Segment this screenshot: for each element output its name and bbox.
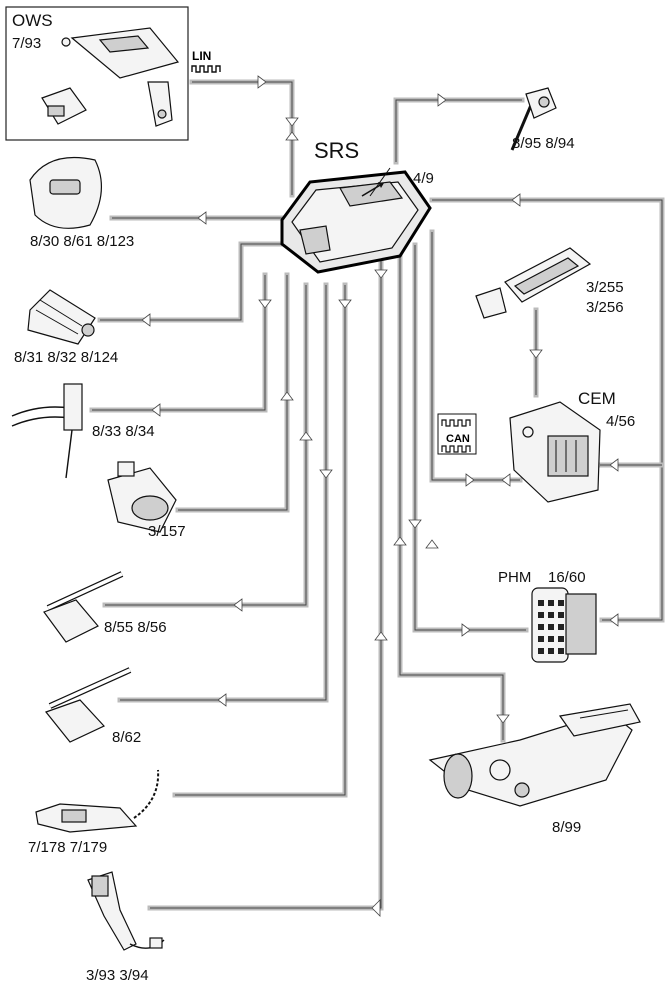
side-sensor-label: 7/178 7/179 bbox=[28, 839, 107, 856]
sensor-plug-icon bbox=[61, 809, 87, 823]
ows-title: OWS bbox=[12, 11, 53, 30]
module-ref-2: 3/256 bbox=[586, 299, 624, 316]
ows-seat-mat-icon bbox=[70, 27, 180, 79]
phm-back-plate-icon bbox=[565, 593, 597, 655]
can-pulse-top-icon bbox=[441, 419, 471, 427]
belt-strap-edge-icon bbox=[11, 416, 71, 427]
curtain-tube-2-inner bbox=[49, 668, 131, 708]
passenger-airbag-label: 8/31 8/32 8/124 bbox=[14, 349, 118, 366]
srs-leader-line bbox=[369, 167, 391, 197]
ows-connector-icon bbox=[61, 37, 71, 47]
srs-direction-arrow-icon bbox=[361, 183, 383, 197]
cem-connector-block-icon bbox=[547, 435, 589, 477]
module-ref-1: 3/255 bbox=[586, 279, 624, 296]
tensioner-cable-icon bbox=[65, 429, 73, 479]
curtain-inflator-1-icon bbox=[43, 599, 99, 643]
side-impact-sensor: 7/178 7/179 bbox=[28, 769, 160, 856]
curtain-module-1: 8/55 8/56 bbox=[43, 571, 167, 643]
srs-title: SRS bbox=[314, 138, 359, 163]
driver-airbag: 8/30 8/61 8/123 bbox=[29, 156, 134, 250]
ows-group: OWS 7/93 bbox=[5, 6, 189, 141]
ows-bracket-bolt-icon bbox=[157, 109, 167, 119]
airbag-emblem-icon bbox=[49, 179, 81, 195]
buckle-label: 3/93 3/94 bbox=[86, 967, 149, 984]
ignition-switch: 3/157 bbox=[107, 461, 186, 540]
ignition-lock-icon bbox=[131, 495, 169, 521]
wiring-harness bbox=[89, 79, 665, 911]
steering-shaft-end-icon bbox=[443, 753, 473, 799]
cem-mount-icon bbox=[522, 426, 534, 438]
can-pulse-bottom-icon bbox=[441, 445, 471, 453]
phm-title: PHM bbox=[498, 569, 531, 586]
can-label: CAN bbox=[446, 433, 470, 445]
steering-column-label: 8/99 bbox=[552, 819, 581, 836]
passenger-airbag: 8/31 8/32 8/124 bbox=[14, 289, 118, 366]
ows-ref: 7/93 bbox=[12, 35, 41, 52]
srs-module: SRS 4/9 bbox=[280, 138, 434, 274]
curtain-tube-1-inner bbox=[47, 572, 123, 610]
bracket-clip-icon bbox=[475, 287, 507, 319]
cem-module: CEM 4/56 bbox=[509, 389, 635, 503]
column-rail-icon bbox=[579, 709, 629, 719]
srs-ref: 4/9 bbox=[413, 170, 434, 187]
curtain-inflator-2-icon bbox=[45, 699, 105, 743]
lin-pulse-icon bbox=[191, 65, 221, 73]
ignition-plug-icon bbox=[117, 461, 135, 477]
belt-buckle: 3/93 3/94 bbox=[86, 871, 165, 984]
sensor-pivot-icon bbox=[538, 96, 550, 108]
signal-arrows bbox=[141, 75, 619, 917]
phm-ref: 16/60 bbox=[548, 569, 586, 586]
airbag-control-bracket: 3/255 3/256 bbox=[475, 247, 624, 319]
phm-keypad-buttons-icon bbox=[538, 600, 564, 654]
ignition-label: 3/157 bbox=[148, 523, 186, 540]
airbag-rib-2 bbox=[35, 309, 79, 335]
cem-title: CEM bbox=[578, 389, 616, 408]
cem-ref: 4/56 bbox=[606, 413, 635, 430]
driver-airbag-label: 8/30 8/61 8/123 bbox=[30, 233, 134, 250]
belt-tensioner: 8/33 8/34 bbox=[11, 383, 155, 479]
sensor-coil-cable-icon bbox=[133, 769, 160, 819]
steering-column-housing-icon bbox=[428, 711, 633, 807]
column-bracket-icon bbox=[558, 703, 641, 737]
ows-module-plug-icon bbox=[47, 105, 65, 117]
phm-module: PHM 16/60 bbox=[498, 569, 597, 663]
lin-bus-symbol: LIN bbox=[191, 49, 221, 73]
belt-tensioner-label: 8/33 8/34 bbox=[92, 423, 155, 440]
ows-sensor-pad-icon bbox=[98, 35, 150, 53]
tensioner-body-icon bbox=[63, 383, 83, 431]
curtain-1-label: 8/55 8/56 bbox=[104, 619, 167, 636]
can-bus-symbol: CAN bbox=[437, 413, 477, 455]
curtain-2-label: 8/62 bbox=[112, 729, 141, 746]
lin-label: LIN bbox=[192, 49, 211, 63]
steering-angle-sensor: 8/95 8/94 bbox=[510, 87, 575, 152]
buckle-latch-icon bbox=[91, 875, 109, 897]
steering-angle-label: 8/95 8/94 bbox=[512, 135, 575, 152]
airbag-rib-1 bbox=[39, 299, 83, 327]
bracket-slot-icon bbox=[513, 257, 580, 295]
airbag-inflator-icon bbox=[81, 323, 95, 337]
srs-connector-icon bbox=[299, 225, 331, 255]
curtain-module-2: 8/62 bbox=[45, 667, 141, 746]
passenger-airbag-module-icon bbox=[27, 289, 96, 345]
column-joint-icon bbox=[489, 759, 511, 781]
steering-column: 8/99 bbox=[428, 703, 641, 836]
belt-strap-icon bbox=[11, 406, 71, 417]
column-bolt-icon bbox=[514, 782, 530, 798]
buckle-connector-icon bbox=[149, 937, 163, 949]
